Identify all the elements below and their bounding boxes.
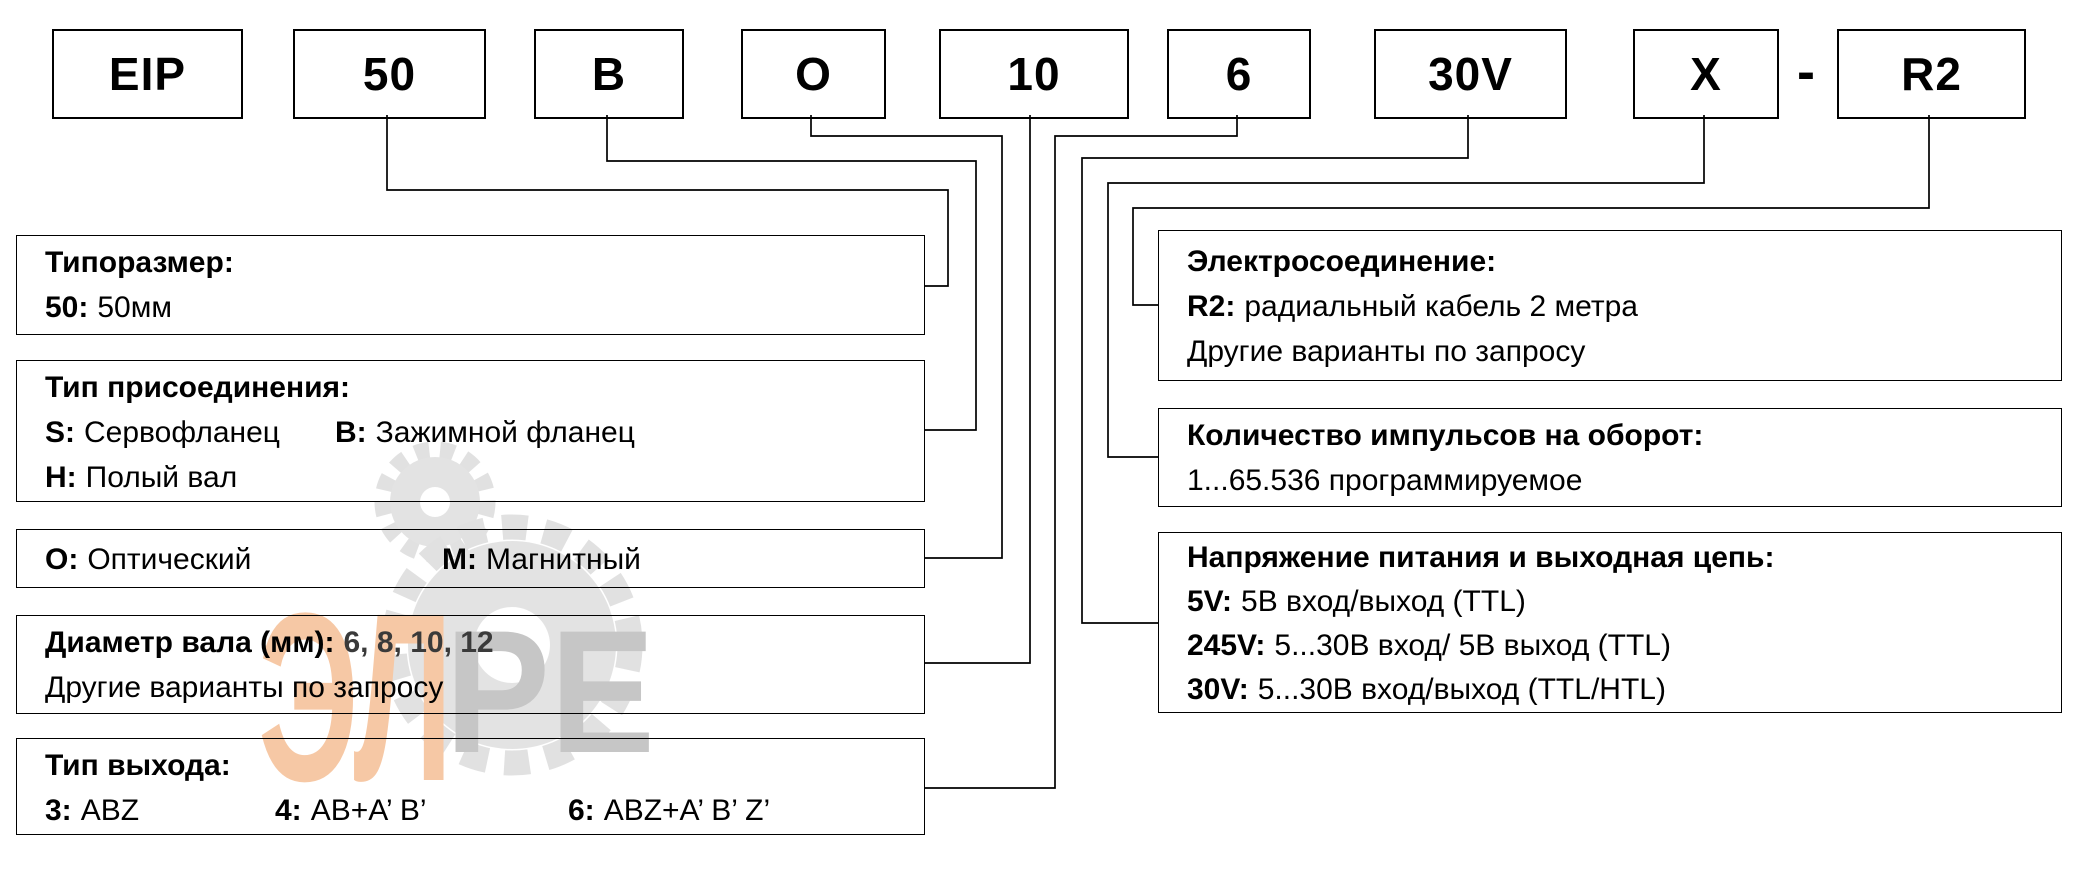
code-segment-connection: R2 (1837, 29, 2026, 119)
mount-title: Тип присоединения: (45, 371, 351, 404)
shaft-note: Другие варианты по запросу (45, 671, 444, 704)
connection-title: Электросоединение: (1187, 245, 1497, 278)
option-code: 5V: (1187, 585, 1233, 618)
connection-note: Другие варианты по запросу (1187, 335, 1586, 368)
mount-option-s: S: Сервофланец (45, 410, 335, 455)
code-text: 50 (362, 48, 417, 100)
mount-row-h: H:Полый вал (45, 455, 924, 500)
option-text: 5...30В вход/выход (TTL/HTL) (1257, 673, 1666, 706)
info-box-shaft: Диаметр вала (мм):6, 8, 10, 12 Другие ва… (16, 615, 925, 714)
code-text: B (591, 48, 627, 100)
mount-option-b: B:Зажимной фланец (335, 410, 635, 455)
code-text: 30V (1428, 48, 1513, 100)
code-separator: - (1779, 29, 1833, 115)
option-code: 245V: (1187, 629, 1266, 662)
line-6-to-output (925, 115, 1238, 789)
voltage-option-5v: 5V:5В вход/выход (TTL) (1187, 580, 2061, 624)
option-code: 30V: (1187, 673, 1249, 706)
option-text: ABZ+A’ B’ Z’ (603, 794, 771, 827)
line-50-to-size (386, 115, 949, 287)
sensing-option-m: M:Магнитный (442, 537, 641, 582)
voltage-option-245v: 245V:5...30В вход/ 5В выход (TTL) (1187, 624, 2061, 668)
option-code: S: (45, 416, 75, 449)
option-text: Полый вал (85, 461, 238, 494)
code-text: 6 (1225, 48, 1253, 100)
option-text: 5В вход/выход (TTL) (1241, 585, 1526, 618)
voltage-title: Напряжение питания и выходная цепь: (1187, 541, 1775, 574)
option-text: 5...30В вход/ 5В выход (TTL) (1274, 629, 1671, 662)
separator-text: - (1797, 42, 1815, 102)
shaft-title: Диаметр вала (мм): (45, 626, 335, 659)
code-segment-sensing: O (741, 29, 886, 119)
line-10-to-shaft (925, 115, 1031, 664)
sensing-option-o: O:Оптический (45, 537, 442, 582)
code-segment-eip: EIP (52, 29, 243, 119)
code-segment-voltage: 30V (1374, 29, 1567, 119)
option-code: M: (442, 543, 477, 576)
connection-row: R2:радиальный кабель 2 метра (1187, 284, 2061, 329)
info-box-connection: Электросоединение: R2:радиальный кабель … (1158, 230, 2062, 381)
code-text: EIP (108, 48, 187, 100)
output-option-4: 4:AB+A’ B’ (275, 788, 568, 833)
voltage-option-30v: 30V:5...30В вход/выход (TTL/HTL) (1187, 668, 2061, 712)
line-X-to-pulses (1107, 115, 1705, 458)
code-text: O (795, 48, 832, 100)
code-segment-pulses: X (1633, 29, 1779, 119)
shaft-title-row: Диаметр вала (мм):6, 8, 10, 12 (45, 620, 924, 665)
code-text: X (1690, 48, 1722, 100)
option-text: Сервофланец (84, 416, 280, 449)
option-code: 3: (45, 794, 72, 827)
info-box-mount: Тип присоединения: S: Сервофланец B:Зажимн… (16, 360, 925, 502)
size-title: Типоразмер: (45, 246, 234, 279)
line-30V-to-voltage (1081, 115, 1469, 624)
info-box-voltage: Напряжение питания и выходная цепь: 5V:5… (1158, 532, 2062, 713)
output-title: Тип выхода: (45, 749, 231, 782)
size-code: 50: (45, 291, 89, 324)
option-text: ABZ (80, 794, 140, 827)
code-segment-shaft: 10 (939, 29, 1129, 119)
code-text: 10 (1007, 48, 1061, 100)
shaft-values: 6, 8, 10, 12 (343, 626, 494, 659)
option-code: 6: (568, 794, 595, 827)
output-option-6: 6:ABZ+A’ B’ Z’ (568, 788, 770, 833)
option-code: 4: (275, 794, 302, 827)
mount-row-sb: S: Сервофланец B:Зажимной фланец (45, 410, 924, 455)
code-text: R2 (1901, 48, 1962, 100)
code-segment-mount: B (534, 29, 684, 119)
option-code: H: (45, 461, 77, 494)
line-O-to-sensing (810, 115, 1003, 559)
code-segment-output: 6 (1167, 29, 1311, 119)
output-option-3: 3:ABZ (45, 788, 275, 833)
info-box-pulses: Количество импульсов на оборот: 1...65.5… (1158, 408, 2062, 507)
info-box-size: Типоразмер: 50:50мм (16, 235, 925, 335)
option-text: Оптический (87, 543, 252, 576)
option-text: Магнитный (485, 543, 641, 576)
line-B-to-mount (606, 115, 977, 431)
option-code: R2: (1187, 290, 1236, 323)
option-code: B: (335, 416, 367, 449)
code-segment-size: 50 (293, 29, 486, 119)
option-text: Зажимной фланец (375, 416, 635, 449)
option-code: O: (45, 543, 79, 576)
pulses-note: 1...65.536 программируемое (1187, 464, 1583, 497)
line-R2-to-connection (1132, 115, 1930, 306)
size-value: 50мм (97, 291, 172, 324)
option-text: AB+A’ B’ (310, 794, 427, 827)
size-row: 50:50мм (45, 285, 924, 330)
pulses-title: Количество импульсов на оборот: (1187, 419, 1704, 452)
option-text: радиальный кабель 2 метра (1244, 290, 1638, 323)
